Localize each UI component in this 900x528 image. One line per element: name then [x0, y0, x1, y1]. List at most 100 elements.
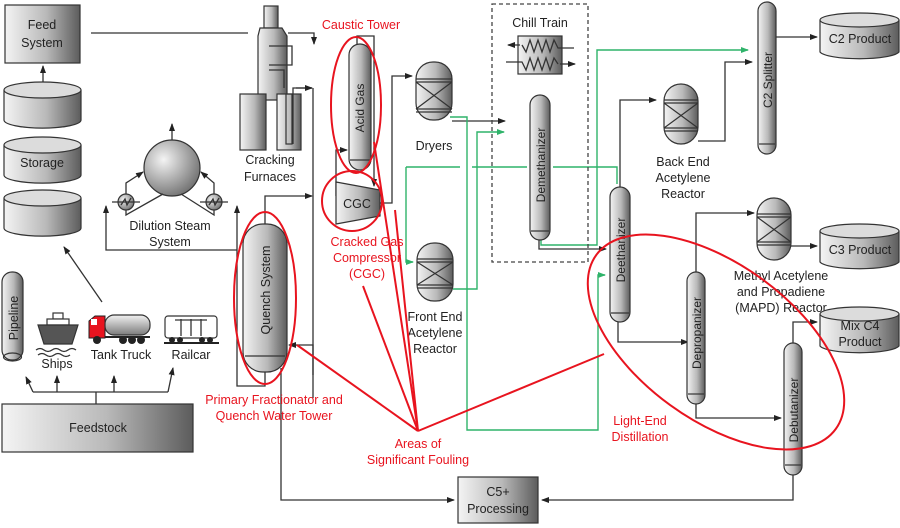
mapd-reactor-label-1: Methyl Acetylene: [734, 269, 829, 283]
light-end-highlight: [586, 233, 846, 451]
tank-truck-label: Tank Truck: [91, 348, 152, 362]
c2-splitter-column: C2 Splitter: [757, 1, 777, 155]
mapd-reactor-vessel: [756, 197, 792, 261]
c4-product-tank: Mix C4 Product: [819, 306, 900, 354]
feed-system-label-1: Feed: [28, 18, 57, 32]
railcar-icon: [164, 315, 219, 344]
feed-system-box: Feed System: [4, 4, 81, 64]
dilution-steam-label-2: System: [149, 235, 191, 249]
ship-icon: [35, 312, 79, 358]
debutanizer-label: Debutanizer: [787, 378, 801, 443]
dryers-vessel: [415, 61, 453, 121]
cgc-label: CGC: [343, 197, 371, 211]
debutanizer-to-c5-line: [541, 475, 794, 503]
dryers-label: Dryers: [416, 139, 453, 153]
cgc-full-label-1: Cracked Gas: [331, 235, 404, 249]
cgc-compressor: CGC: [335, 181, 381, 225]
back-end-reactor-vessel: [663, 83, 699, 145]
acid-gas-column: Acid Gas: [348, 43, 372, 171]
light-end-label-1: Light-End: [613, 414, 667, 428]
cracking-furnaces-label-2: Furnaces: [244, 170, 296, 184]
depropanizer-to-mapd-line: [695, 210, 755, 272]
quench-system-vessel: Quench System: [242, 223, 288, 373]
feedstock-distribution-lines: [25, 367, 175, 404]
feedstock-label: Feedstock: [69, 421, 127, 435]
quench-to-c5-line: [280, 368, 455, 503]
back-end-to-c2-splitter-line: [698, 59, 753, 142]
tank-truck-icon: [88, 314, 151, 344]
acid-gas-highlight: [330, 36, 382, 174]
quench-reflux-arrow: [288, 342, 314, 375]
cgc-full-label-2: Compressor: [333, 251, 401, 265]
dilution-steam-label-1: Dilution Steam: [129, 219, 210, 233]
front-end-reactor-label-1: Front End: [408, 310, 463, 324]
c2-splitter-label: C2 Splitter: [761, 52, 775, 108]
c5-processing-box: C5+ Processing: [457, 476, 539, 524]
mapd-reactor-label-3: (MAPD) Reactor: [735, 301, 827, 315]
depropanizer-to-debutanizer-line: [695, 404, 782, 421]
quench-highlight: [233, 211, 297, 385]
depropanizer-column: Depropanizer: [686, 271, 706, 405]
quench-to-cgc-line: [264, 193, 313, 224]
caustic-tower-label: Caustic Tower: [322, 18, 400, 32]
chill-train-exchanger: [506, 35, 576, 75]
cgc-to-acid-gas-line: [335, 147, 348, 196]
storage-tank-3: [3, 189, 82, 237]
furnace-to-caustic-line: [288, 32, 317, 45]
mapd-reactor-label-2: and Propadiene: [737, 285, 825, 299]
dilution-steam-system: [103, 123, 240, 251]
debutanizer-column: Debutanizer: [783, 342, 803, 476]
acid-gas-label: Acid Gas: [353, 84, 367, 133]
feedstock-box: Feedstock: [1, 403, 194, 453]
light-end-label-2: Distillation: [612, 430, 669, 444]
primary-fractionator-label-1: Primary Fractionator and: [205, 393, 343, 407]
c3-product-label: C3 Product: [829, 243, 892, 257]
transport-to-storage-arrow: [63, 246, 103, 303]
front-end-reactor-label-2: Acetylene: [408, 326, 463, 340]
railcar-label: Railcar: [172, 348, 211, 362]
chill-train-label: Chill Train: [512, 16, 568, 30]
chill-train-boundary: [491, 3, 589, 263]
c4-product-label-2: Product: [838, 335, 882, 349]
c4-product-label-1: Mix C4: [841, 319, 880, 333]
fouling-label-2: Significant Fouling: [367, 453, 469, 467]
cracking-furnaces-label-1: Cracking: [245, 153, 294, 167]
deethanizer-to-back-end-line: [619, 97, 657, 187]
c2-product-tank: C2 Product: [819, 12, 900, 60]
deethanizer-label: Deethanizer: [614, 218, 628, 283]
fouling-highlights: [233, 36, 846, 451]
quench-bottoms-loop: [236, 250, 266, 387]
c2-product-label: C2 Product: [829, 32, 892, 46]
pipeline-label: Pipeline: [7, 296, 21, 341]
pipeline-icon: Pipeline: [1, 271, 24, 362]
c3-product-tank: C3 Product: [819, 223, 900, 270]
quench-system-label: Quench System: [259, 246, 273, 335]
back-end-reactor-label-1: Back End: [656, 155, 710, 169]
c5-processing-label-1: C5+: [486, 485, 509, 499]
demethanizer-column: Demethanizer: [529, 94, 551, 241]
cgc-full-label-3: (CGC): [349, 267, 385, 281]
deethanizer-to-depropanizer-line: [617, 322, 689, 345]
front-end-reactor-vessel: [416, 242, 454, 302]
front-end-reactor-label-3: Reactor: [413, 342, 457, 356]
cgc-to-dryers-line: [380, 73, 413, 204]
debutanizer-to-c4-line: [792, 319, 818, 343]
demethanizer-to-deethanizer-line: [538, 240, 607, 252]
fouling-pointer-lines: [296, 141, 605, 432]
deethanizer-column: Deethanizer: [609, 186, 631, 323]
c5-processing-label-2: Processing: [467, 502, 529, 516]
storage-tank-2: Storage: [3, 136, 82, 184]
primary-fractionator-label-2: Quench Water Tower: [216, 409, 333, 423]
back-end-reactor-label-2: Acetylene: [656, 171, 711, 185]
cracking-furnaces: [239, 5, 312, 151]
green-process-lines: [405, 47, 749, 431]
storage-label: Storage: [20, 156, 64, 170]
acid-gas-to-cgc-line: [356, 35, 377, 187]
storage-tank-1: [3, 81, 82, 129]
ships-label: Ships: [41, 357, 72, 371]
demethanizer-label: Demethanizer: [534, 128, 548, 203]
back-end-reactor-label-3: Reactor: [661, 187, 705, 201]
depropanizer-label: Depropanizer: [690, 297, 704, 369]
feed-system-label-2: System: [21, 36, 63, 50]
